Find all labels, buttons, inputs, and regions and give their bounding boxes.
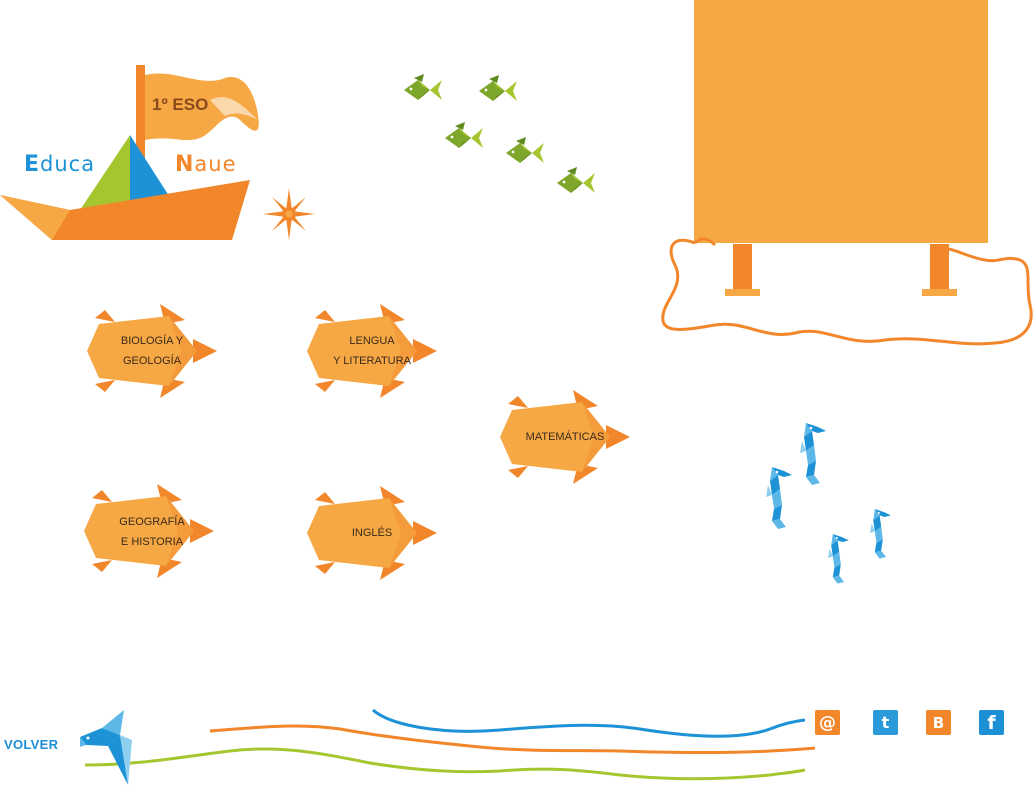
- seahorse-group: [760, 420, 900, 585]
- email-icon[interactable]: @: [815, 710, 840, 735]
- green-fish-school: [400, 68, 600, 203]
- boat-logo-graphic: [0, 65, 259, 240]
- volver-link[interactable]: VOLVER: [4, 737, 59, 752]
- signboard: [694, 0, 988, 243]
- wave-lines: [80, 705, 820, 785]
- subject-matematicas-button[interactable]: MATEMÁTICAS: [498, 388, 632, 486]
- blue-fish-back-icon[interactable]: [80, 710, 132, 785]
- subject-ingles-button[interactable]: INGLÉS: [305, 484, 439, 582]
- facebook-icon[interactable]: f: [979, 710, 1004, 735]
- signboard-legs: [655, 205, 1033, 350]
- compass-star-icon: [263, 188, 315, 240]
- subject-lengua-button[interactable]: LENGUA Y LITERATURA: [305, 302, 439, 400]
- logo-educa-text: Educa: [24, 152, 96, 177]
- logo-naue-text: Naue: [175, 152, 237, 177]
- blogger-icon[interactable]: B: [926, 710, 951, 735]
- subject-geografia-button[interactable]: GEOGRAFÍA E HISTORIA: [82, 482, 222, 582]
- twitter-icon[interactable]: t: [873, 710, 898, 735]
- subject-biologia-button[interactable]: BIOLOGÍA Y GEOLOGÍA: [85, 302, 219, 400]
- logo: 1º ESO Educa Naue: [0, 60, 320, 250]
- grade-label: 1º ESO: [152, 95, 209, 114]
